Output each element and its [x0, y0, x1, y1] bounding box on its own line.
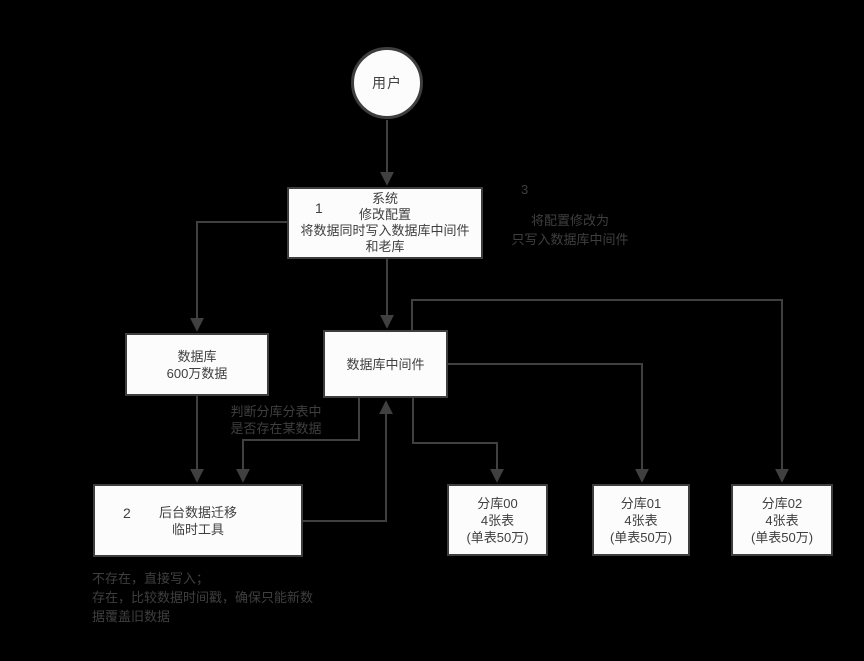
migration-note-annotation-line: 存在，比较数据时间戳，确保只能新数 [92, 590, 314, 605]
system-node-line: 和老库 [365, 239, 405, 254]
system-node: 1 系统 修改配置 将数据同时写入数据库中间件 和老库 [287, 187, 483, 259]
step-2-label: 2 [123, 505, 131, 521]
connector-middleware-to-shard02 [411, 299, 789, 483]
shard-check-annotation-line: 是否存在某数据 [230, 421, 322, 436]
config-change-annotation-line: 只写入数据库中间件 [511, 232, 629, 247]
shard-00-node-line: 4张表 [480, 512, 515, 528]
system-node-line: 系统 [371, 191, 398, 206]
system-node-line: 将数据同时写入数据库中间件 [300, 223, 470, 238]
config-change-annotation: 将配置修改为 只写入数据库中间件 [495, 211, 645, 249]
connector-middleware-to-migration [236, 398, 360, 483]
shard-01-node-line: (单表50万) [609, 529, 673, 545]
connector-middleware-to-shard00 [412, 398, 504, 483]
migration-note-annotation-line: 据覆盖旧数据 [92, 609, 171, 624]
old-database-node-line: 600万数据 [166, 365, 228, 381]
system-node-line: 修改配置 [358, 207, 411, 222]
user-node: 用户 [351, 47, 423, 119]
shard-00-node-line: 分库00 [477, 495, 518, 511]
shard-00-node-line: (单表50万) [466, 529, 529, 545]
middleware-node: 数据库中间件 [323, 330, 448, 398]
connector-system-to-olddb [190, 221, 287, 332]
step-3-label: 3 [521, 182, 529, 197]
shard-00-node: 分库00 4张表 (单表50万) [447, 484, 548, 556]
shard-02-node: 分库02 4张表 (单表50万) [731, 484, 833, 556]
old-database-node-line: 数据库 [177, 348, 217, 364]
middleware-node-label: 数据库中间件 [346, 356, 425, 372]
shard-02-node-line: 分库02 [761, 495, 803, 511]
user-node-label: 用户 [372, 74, 402, 91]
migration-note-annotation: 不存在，直接写入； 存在，比较数据时间戳，确保只能新数 据覆盖旧数据 [92, 569, 352, 626]
connector-migration-to-middleware [303, 400, 393, 522]
migration-note-annotation-line: 不存在，直接写入； [92, 571, 210, 586]
migration-tool-node-line: 临时工具 [171, 521, 224, 537]
shard-01-node-line: 分库01 [620, 495, 662, 511]
old-database-node: 数据库 600万数据 [125, 333, 269, 396]
shard-01-node: 分库01 4张表 (单表50万) [592, 484, 690, 556]
connector-middleware-to-shard01 [448, 363, 649, 483]
step-1-label: 1 [315, 200, 323, 216]
shard-check-annotation-line: 判断分库分表中 [230, 404, 322, 419]
shard-02-node-line: (单表50万) [750, 529, 814, 545]
migration-tool-node-line: 后台数据迁移 [158, 504, 237, 520]
shard-01-node-line: 4张表 [624, 512, 658, 528]
config-change-annotation-line: 将配置修改为 [530, 213, 609, 228]
shard-check-annotation: 判断分库分表中 是否存在某数据 [210, 403, 342, 437]
migration-tool-node: 2 后台数据迁移 临时工具 [93, 484, 303, 557]
shard-02-node-line: 4张表 [765, 512, 799, 528]
